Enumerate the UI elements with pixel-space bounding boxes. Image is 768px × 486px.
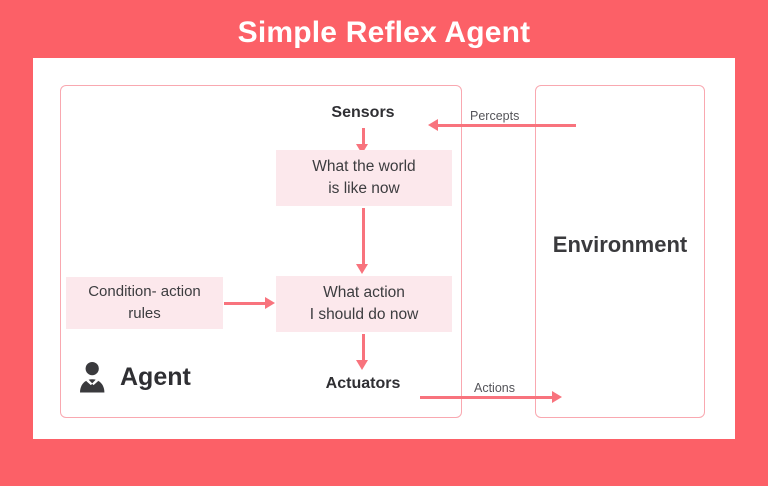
- box-action-line2: I should do now: [309, 306, 419, 323]
- box-condition-action-rules: Condition- action rules: [66, 277, 223, 329]
- arrow-sensors-to-world-head: [356, 144, 368, 154]
- arrow-action-to-actuators-head: [356, 360, 368, 370]
- sensors-label: Sensors: [331, 104, 395, 121]
- arrow-percepts-head: [428, 119, 438, 131]
- box-rules-line1: Condition- action: [88, 283, 201, 300]
- arrow-world-to-action-line: [361, 208, 365, 266]
- arrow-actions-line: [420, 396, 553, 399]
- agent-label: Agent: [120, 363, 191, 391]
- person-in-suit-icon: [76, 360, 110, 394]
- arrow-rules-to-action-line: [224, 302, 266, 305]
- arrow-rules-to-action-head: [265, 297, 275, 309]
- agent-container-box: [60, 85, 462, 418]
- page-title: Simple Reflex Agent: [237, 16, 531, 49]
- actions-label: Actions: [474, 381, 515, 395]
- box-rules-line2: rules: [128, 305, 161, 322]
- arrow-percepts-line: [438, 124, 576, 127]
- diagram-card: [33, 58, 735, 439]
- actuators-label: Actuators: [325, 375, 401, 392]
- arrow-action-to-actuators-line: [361, 334, 365, 362]
- environment-container-box: [535, 85, 705, 418]
- box-world-line2: is like now: [328, 180, 400, 197]
- arrow-sensors-to-world-line: [361, 128, 365, 146]
- environment-label: Environment: [552, 232, 688, 257]
- arrow-actions-head: [552, 391, 562, 403]
- box-world-line1: What the world: [312, 158, 416, 175]
- box-action-line1: What action: [323, 284, 405, 301]
- arrow-world-to-action-head: [356, 264, 368, 274]
- box-what-the-world-is-like-now: What the world is like now: [276, 150, 452, 206]
- percepts-label: Percepts: [470, 109, 520, 123]
- agent-footer: Agent: [76, 360, 191, 394]
- box-what-action-i-should-do-now: What action I should do now: [276, 276, 452, 332]
